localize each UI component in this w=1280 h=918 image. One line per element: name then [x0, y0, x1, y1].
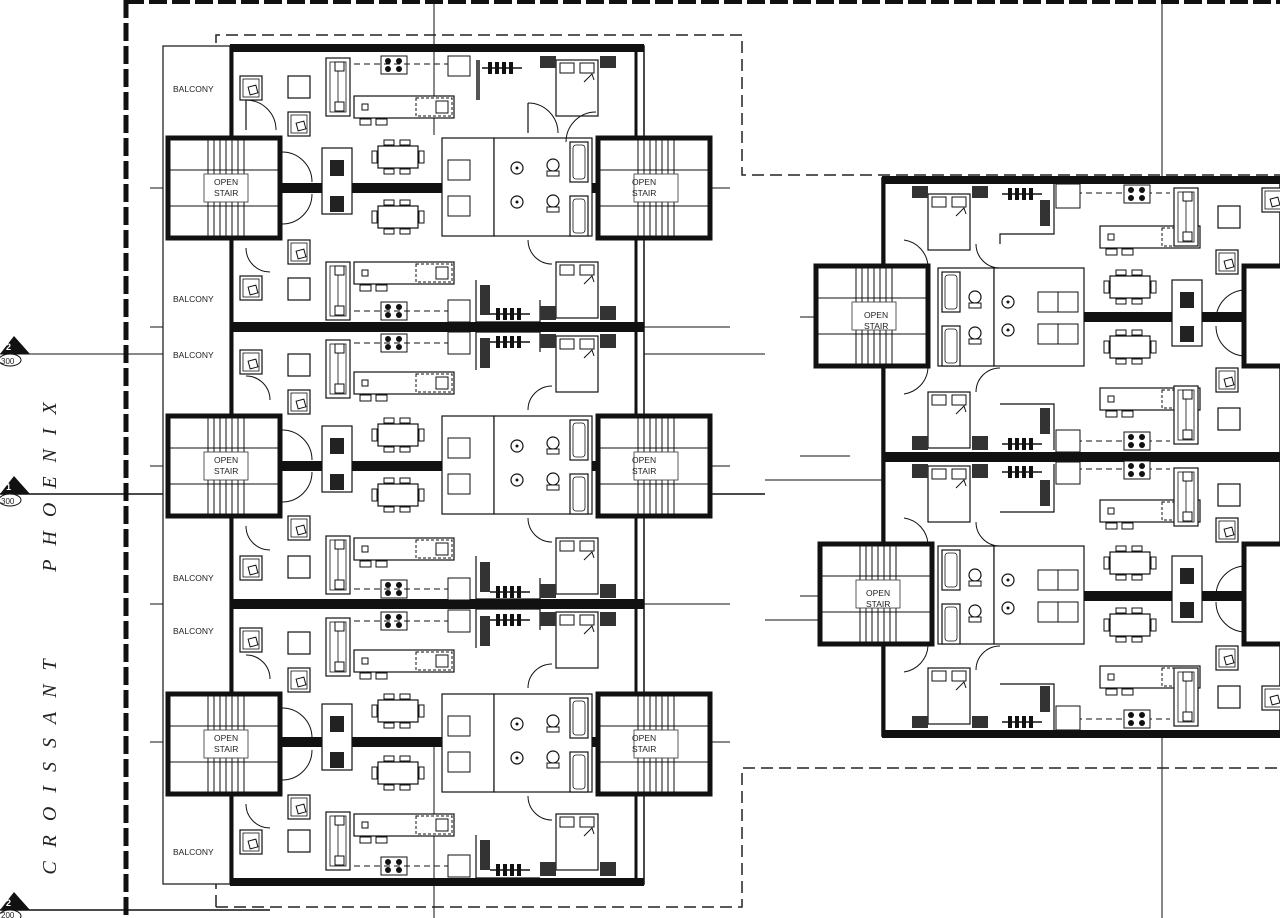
section-sheet: 300: [1, 357, 15, 366]
balcony-label: BALCONY: [173, 847, 214, 857]
section-number: 1: [6, 482, 11, 492]
section-markers: [0, 336, 30, 918]
section-marker-2-200: [0, 892, 30, 918]
open-stair-label: STAIR: [866, 599, 890, 609]
balcony-label: BALCONY: [173, 294, 214, 304]
open-stair-label: STAIR: [864, 321, 888, 331]
right-building: [881, 176, 1280, 738]
text-labels: BALCONY BALCONY BALCONY BALCONY BALCONY …: [1, 84, 890, 918]
open-stair-label: OPEN: [866, 588, 890, 598]
property-line: [123, 0, 1280, 918]
open-stair-label: STAIR: [214, 744, 238, 754]
balcony-label: BALCONY: [173, 573, 214, 583]
open-stair-label: OPEN: [214, 733, 238, 743]
section-number: 2: [6, 898, 11, 908]
balcony-label: BALCONY: [173, 84, 214, 94]
open-stair-label: OPEN: [632, 455, 656, 465]
open-stair-label: STAIR: [632, 466, 656, 476]
open-stair-label: OPEN: [214, 177, 238, 187]
street-word-crescent: CRESCENT: [0, 160, 160, 380]
section-marker-2-300: [0, 336, 30, 367]
street-word-phoenix: PHOENIX: [39, 388, 61, 572]
section-sheet: 200: [1, 911, 15, 918]
open-stair-label: OPEN: [864, 310, 888, 320]
open-stair-label: STAIR: [214, 466, 238, 476]
left-building-furniture: [239, 111, 616, 879]
open-stair-label: OPEN: [632, 177, 656, 187]
open-stair-label: STAIR: [632, 744, 656, 754]
section-number: 2: [6, 342, 11, 352]
section-sheet: 300: [1, 497, 15, 506]
balcony-label: BALCONY: [173, 626, 214, 636]
section-marker-1-300: [0, 476, 30, 507]
open-stair-label: STAIR: [632, 188, 656, 198]
street-word-croissant: CROISSANT: [39, 645, 61, 875]
open-stair-label: OPEN: [214, 455, 238, 465]
balcony-label: BALCONY: [173, 350, 214, 360]
open-stair-label: OPEN: [632, 733, 656, 743]
open-stair-label: STAIR: [214, 188, 238, 198]
street-name: CRESCENT PHOENIX CROISSANT: [30, 120, 70, 880]
